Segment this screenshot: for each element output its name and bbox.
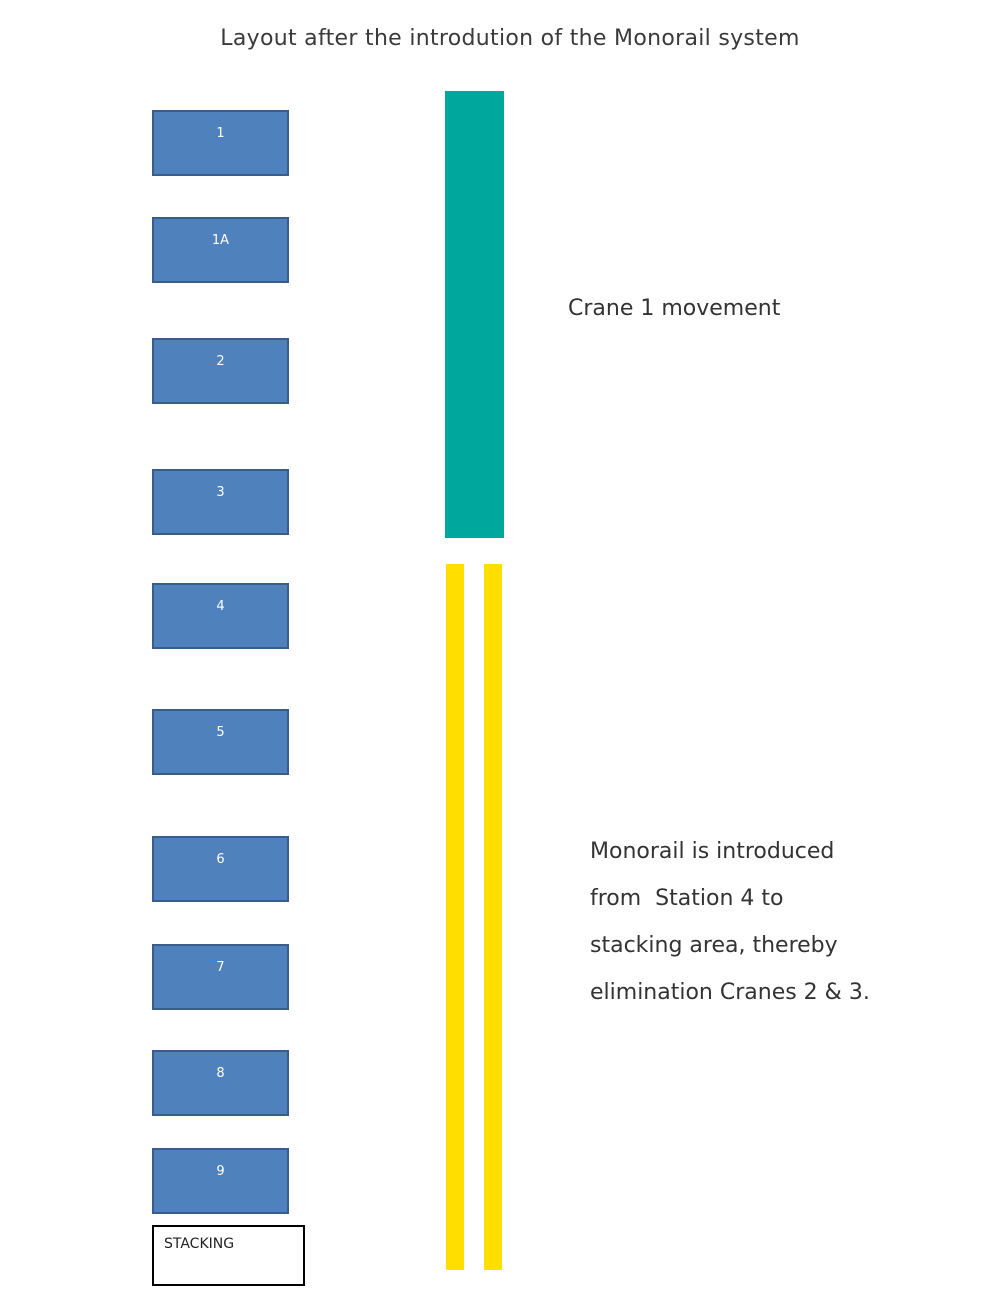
- station-2: 2: [152, 338, 289, 404]
- monorail-note-line: elimination Cranes 2 & 3.: [590, 980, 870, 1005]
- station-1a: 1A: [152, 217, 289, 283]
- monorail-note-line: stacking area, thereby: [590, 933, 838, 958]
- crane-1-movement-bar: [445, 91, 504, 538]
- station-9: 9: [152, 1148, 289, 1214]
- crane-1-label: Crane 1 movement: [568, 296, 781, 321]
- station-4: 4: [152, 583, 289, 649]
- station-1: 1: [152, 110, 289, 176]
- diagram-title: Layout after the introdution of the Mono…: [220, 26, 800, 51]
- stacking-area: STACKING: [152, 1225, 305, 1286]
- station-8: 8: [152, 1050, 289, 1116]
- station-7: 7: [152, 944, 289, 1010]
- station-3: 3: [152, 469, 289, 535]
- station-6: 6: [152, 836, 289, 902]
- station-5: 5: [152, 709, 289, 775]
- monorail-left-rail: [446, 564, 464, 1270]
- monorail-right-rail: [484, 564, 502, 1270]
- monorail-note-line: Monorail is introduced: [590, 839, 835, 864]
- monorail-note-line: from Station 4 to: [590, 886, 784, 911]
- monorail-note: Monorail is introduced from Station 4 to…: [590, 828, 870, 1016]
